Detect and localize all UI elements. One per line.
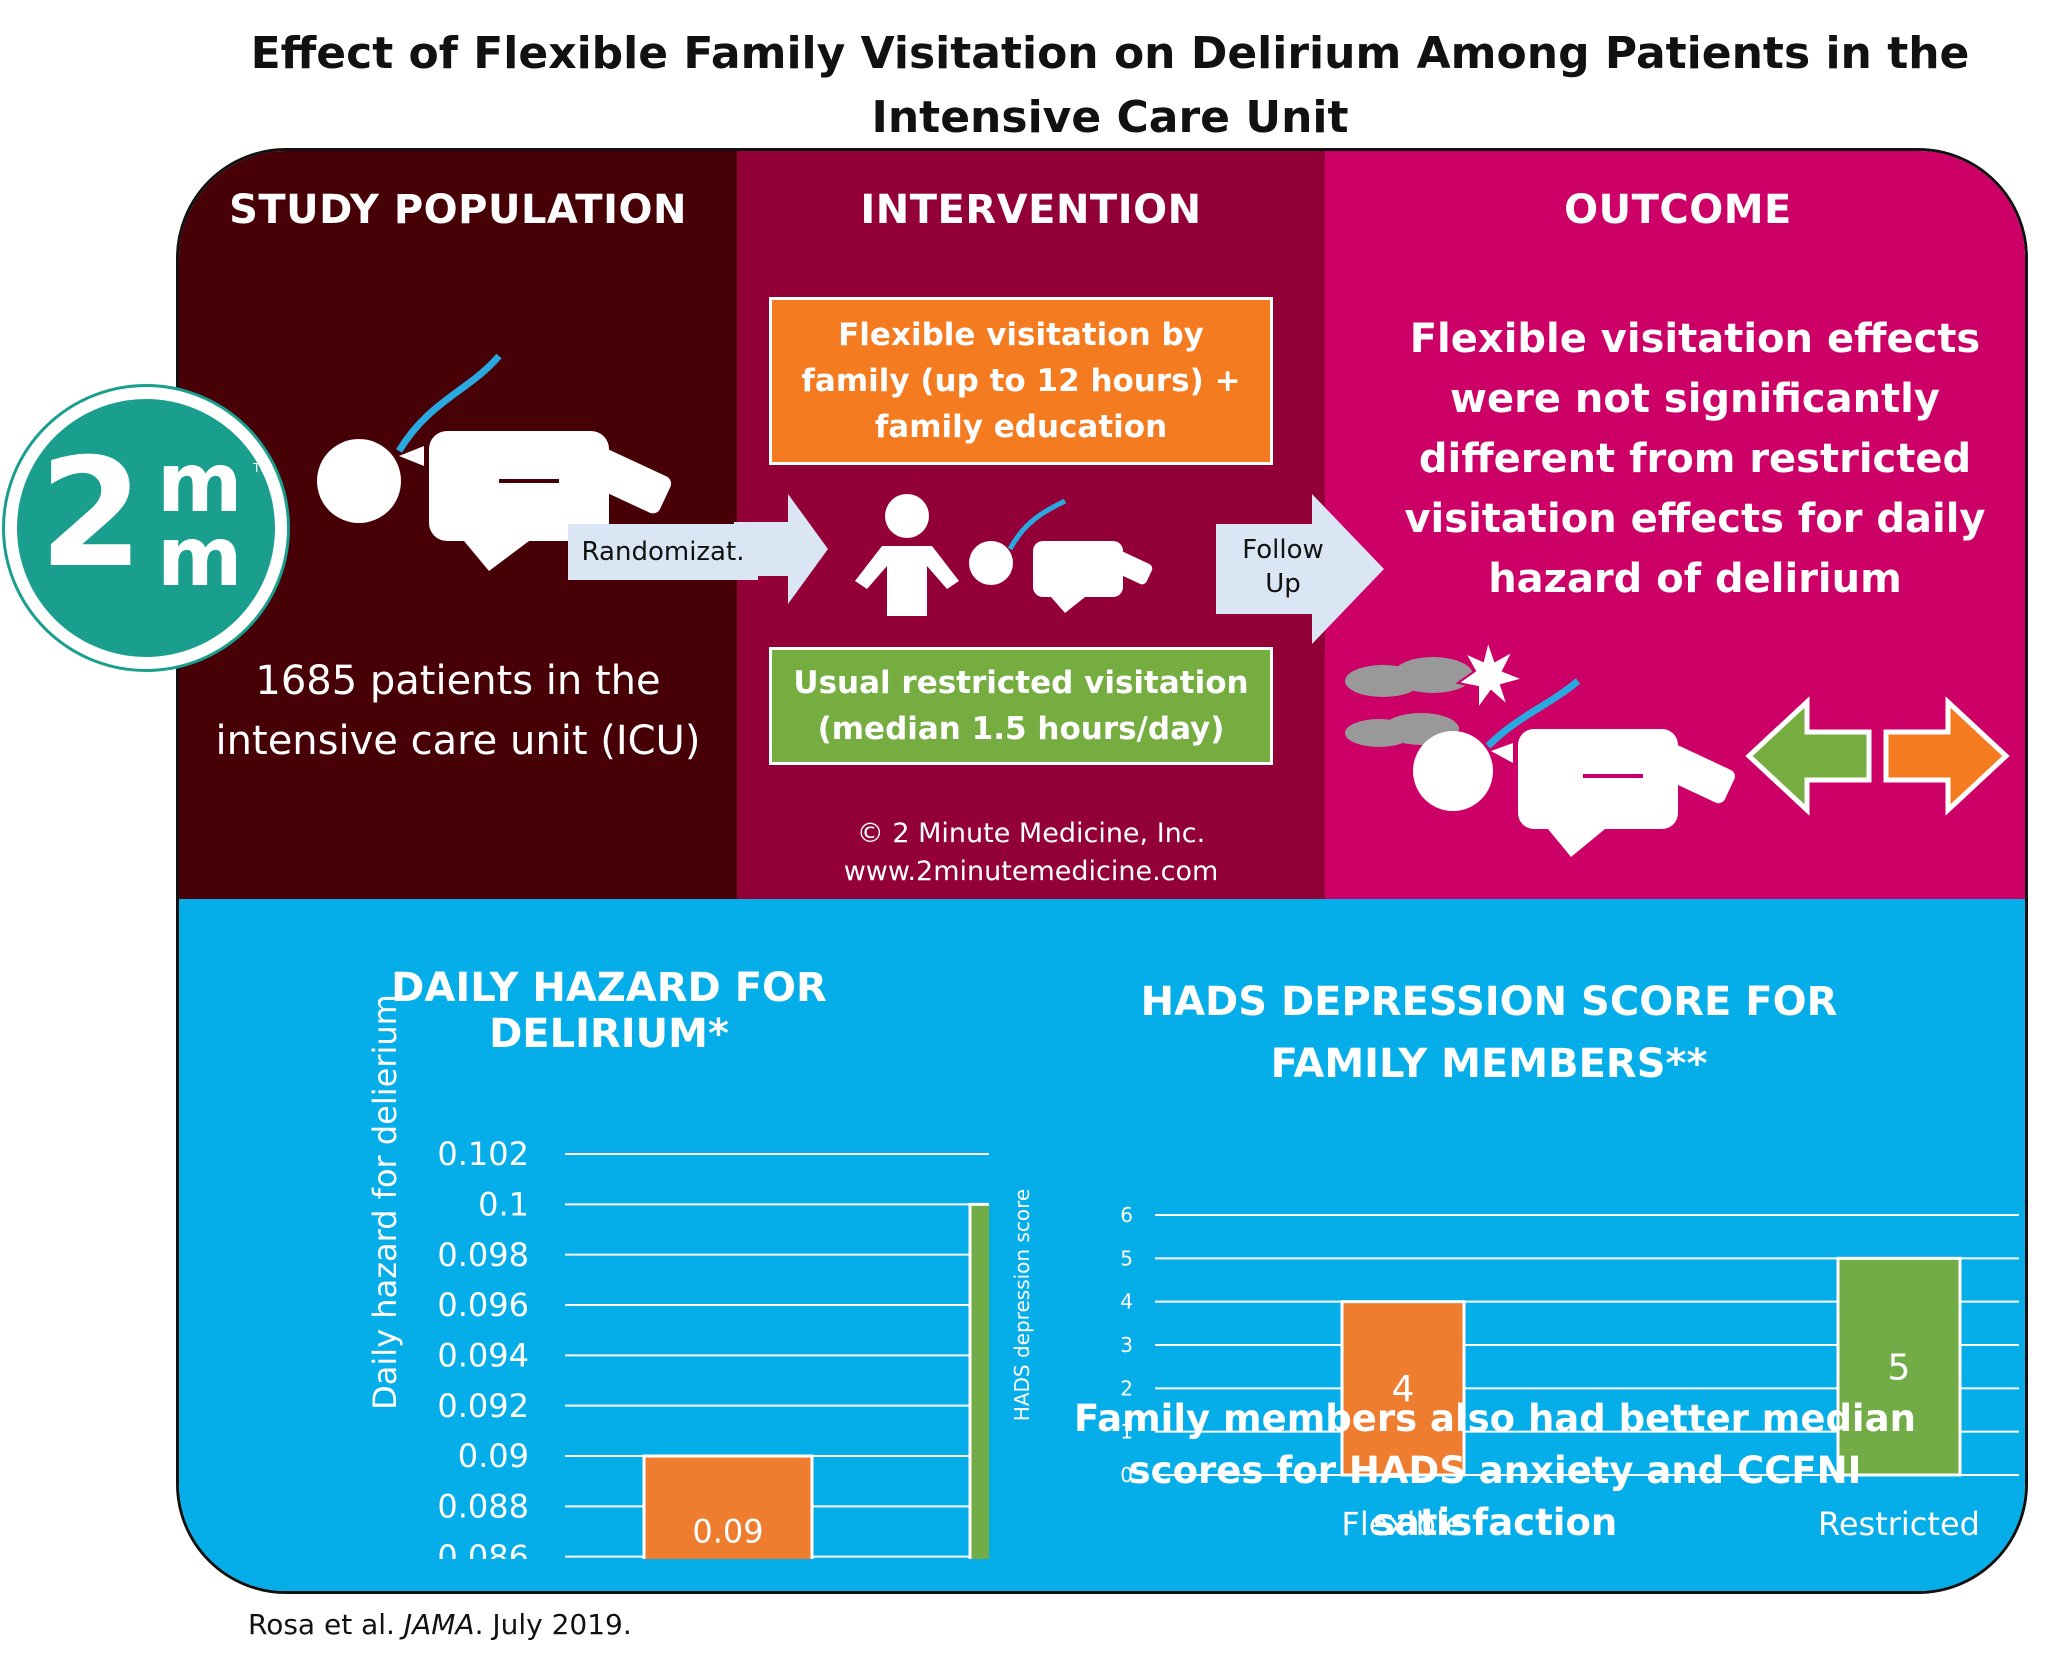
- y-tick-label: 4: [1120, 1290, 1133, 1314]
- outcome-heading: OUTCOME: [1564, 187, 1792, 233]
- logo-trademark: TM: [253, 461, 271, 475]
- website-line: www.2minutemedicine.com: [843, 856, 1219, 887]
- bar-flexible: [1340, 1300, 1466, 1477]
- left-arrow-icon: [1745, 696, 1872, 816]
- page-title: Effect of Flexible Family Visitation on …: [250, 28, 1970, 143]
- y-tick-label: 0.094: [437, 1337, 529, 1375]
- citation-authors: Rosa et al.: [248, 1608, 404, 1641]
- restricted-visitation-box: Usual restricted visitation (median 1.5 …: [769, 647, 1273, 765]
- study-population-text: 1685 patients in the intensive care unit…: [215, 658, 701, 764]
- infographic-card: STUDY POPULATION 1685 patients in the in…: [176, 148, 2028, 1594]
- delirious-patient-icon: [1345, 637, 1735, 857]
- y-tick-label: 1: [1120, 1420, 1133, 1444]
- y-tick-label: 2: [1120, 1376, 1133, 1400]
- y-tick-label: 0.09: [458, 1437, 529, 1475]
- y-tick-label: 3: [1120, 1333, 1133, 1357]
- chart1-title: DAILY HAZARD FOR DELIRIUM*: [391, 965, 827, 1057]
- follow-up-label-line1: Follow: [1242, 535, 1324, 565]
- family-member-icon: [855, 494, 959, 616]
- intervention-arrow-in-icon: [734, 494, 828, 604]
- y-tick-label: 0.096: [437, 1286, 529, 1324]
- follow-up-label-line2: Up: [1265, 569, 1301, 599]
- citation-journal: JAMA: [403, 1608, 475, 1641]
- data-label: 5: [1888, 1347, 1911, 1388]
- category-label: Flexible: [1341, 1505, 1464, 1543]
- data-label: 0.09: [692, 1513, 763, 1551]
- logo-numeral: 2: [39, 427, 144, 601]
- bar-restricted: [968, 1202, 989, 1559]
- y-tick-label: 5: [1120, 1246, 1133, 1270]
- 2-minute-medicine-logo: 2 m m TM: [2, 384, 290, 672]
- study-population-heading: STUDY POPULATION: [229, 187, 687, 233]
- logo-disc: 2 m m TM: [17, 399, 275, 657]
- y-tick-label: 0.102: [437, 1135, 529, 1173]
- y-tick-label: 0.1: [478, 1186, 529, 1224]
- category-label: Restricted: [1818, 1505, 1980, 1543]
- delirium-hazard-chart: 0.0840.0860.0880.090.0920.0940.0960.0980…: [437, 1135, 989, 1559]
- follow-up-arrow-icon: [1216, 494, 1384, 644]
- randomization-label: Randomizat.: [581, 537, 745, 567]
- right-arrow-icon: [1883, 696, 2010, 816]
- y-tick-label: 0: [1120, 1463, 1133, 1487]
- bar-flexible: [642, 1454, 814, 1559]
- bottom-caption: Family members also had better median sc…: [1074, 1397, 1916, 1544]
- outcome-panel: OUTCOME Flexible visitation effects were…: [1325, 151, 2025, 899]
- chart2-title: HADS DEPRESSION SCORE FOR FAMILY MEMBERS…: [1140, 979, 1838, 1087]
- y-tick-label: 6: [1120, 1203, 1133, 1227]
- intervention-heading: INTERVENTION: [860, 187, 1202, 233]
- patient-in-bed-icon: [969, 498, 1153, 613]
- results-panel: DAILY HAZARD FOR DELIRIUM* Daily hazard …: [179, 899, 2025, 1591]
- citation: Rosa et al. JAMA. July 2019.: [248, 1608, 632, 1641]
- randomization-box: [568, 524, 758, 580]
- citation-date: . July 2019.: [474, 1608, 632, 1641]
- bar-restricted: [1836, 1256, 1962, 1477]
- icu-patient-icon: [317, 353, 672, 571]
- y-tick-label: 0.086: [437, 1538, 529, 1559]
- logo-letter-bottom: m: [157, 510, 243, 605]
- y-tick-label: 0.088: [437, 1488, 529, 1526]
- flexible-visitation-box: Flexible visitation by family (up to 12 …: [769, 297, 1273, 465]
- y-tick-label: 0.098: [437, 1236, 529, 1274]
- outcome-text: Flexible visitation effects were not sig…: [1404, 316, 1986, 602]
- copyright-line: © 2 Minute Medicine, Inc.: [856, 818, 1206, 849]
- data-label: 4: [1392, 1369, 1415, 1410]
- y-tick-label: 0.092: [437, 1387, 529, 1425]
- logo-letter-top: m: [157, 436, 243, 531]
